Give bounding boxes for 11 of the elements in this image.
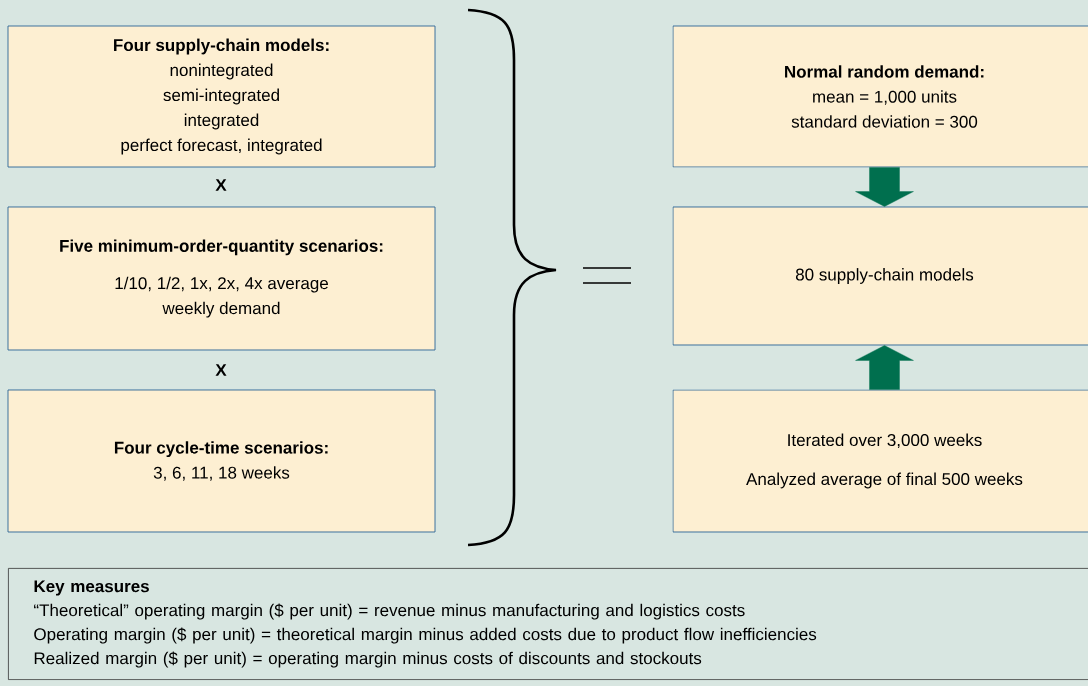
key-measures-box: Key measures “Theoretical” operating margin ($ per unit) = revenue minus manufacturing and logistics costs Operating margin ($ per unit) = theoretical margin minus added costs due to product flow inefficiencies Realized margin ($ per unit) = operating margin minus costs of discounts and stockouts bbox=[8, 568, 1088, 680]
text-box: Five minimum-order-quantity scenarios: 1/10, 1/2, 1x, 2x, 4x average weekly demand bbox=[7, 206, 436, 351]
block-arrow bbox=[855, 167, 914, 207]
multiply-sign: X bbox=[215, 179, 227, 191]
block-arrow bbox=[855, 345, 914, 390]
text-box: Iterated over 3,000 weeks Analyzed average of final 500 weeks bbox=[672, 389, 1088, 533]
multiply-sign: X bbox=[215, 364, 227, 376]
text-box: Normal random demand: mean = 1,000 units standard deviation = 300 bbox=[672, 25, 1088, 168]
text-box: Four cycle-time scenarios: 3, 6, 11, 18 weeks bbox=[7, 389, 436, 533]
text-box: 80 supply-chain models bbox=[672, 206, 1088, 346]
text-box: Four supply-chain models: nonintegrated semi-integrated integrated perfect forecast, integrated bbox=[7, 25, 436, 168]
